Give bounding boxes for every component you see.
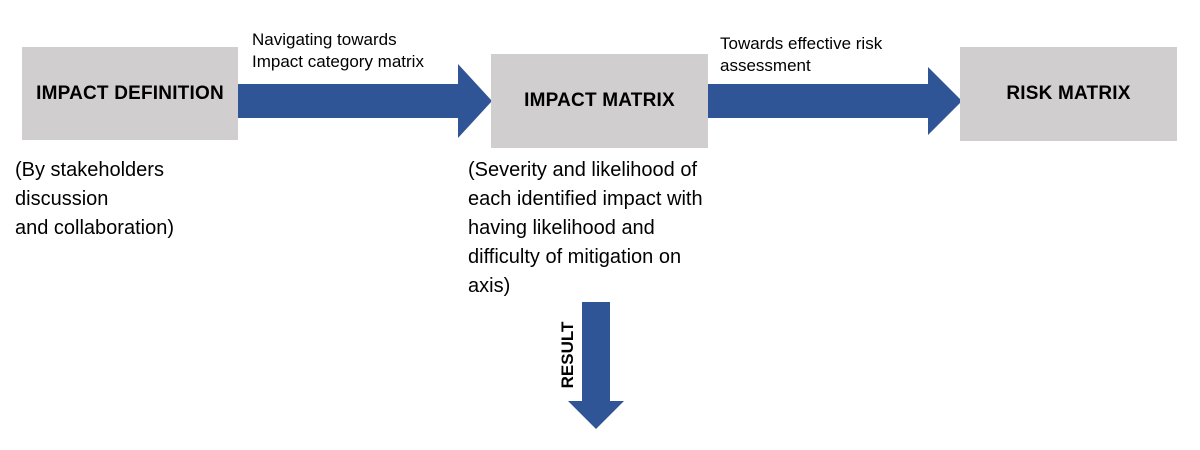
note-line: (By stakeholders	[15, 159, 164, 181]
impact-definition-note: (By stakeholders discussion and collabor…	[15, 156, 174, 243]
note-line: and collaboration)	[15, 217, 174, 239]
risk-matrix-box: RISK MATRIX	[960, 47, 1177, 141]
arrow-label-navigating: Navigating towards Impact category matri…	[252, 29, 424, 73]
note-line: having likelihood and	[468, 217, 655, 239]
arrow-label-line: Towards effective risk	[720, 34, 883, 53]
arrow-impact-matrix-to-risk-matrix	[708, 67, 962, 135]
note-line: each identified impact with	[468, 188, 703, 210]
arrow-definition-to-impact-matrix	[238, 64, 492, 138]
note-line: discussion	[15, 188, 109, 210]
note-line: (Severity and likelihood of	[468, 159, 698, 181]
impact-definition-box: IMPACT DEFINITION	[22, 47, 238, 140]
arrow-label-line: Navigating towards	[252, 30, 397, 49]
impact-definition-title: IMPACT DEFINITION	[36, 82, 224, 104]
arrow-result-down	[568, 302, 624, 429]
result-label: RESULT	[558, 321, 577, 389]
note-line: difficulty of mitigation on	[468, 246, 682, 268]
risk-matrix-title: RISK MATRIX	[1006, 83, 1131, 104]
arrow-label-line: Impact category matrix	[252, 52, 424, 71]
note-line: axis)	[468, 275, 511, 297]
impact-matrix-box: IMPACT MATRIX	[491, 54, 708, 148]
arrow-label-towards: Towards effective risk assessment	[720, 33, 882, 77]
impact-matrix-title: IMPACT MATRIX	[524, 90, 675, 111]
arrow-label-line: assessment	[720, 56, 811, 75]
impact-matrix-note: (Severity and likelihood of each identif…	[468, 156, 703, 301]
